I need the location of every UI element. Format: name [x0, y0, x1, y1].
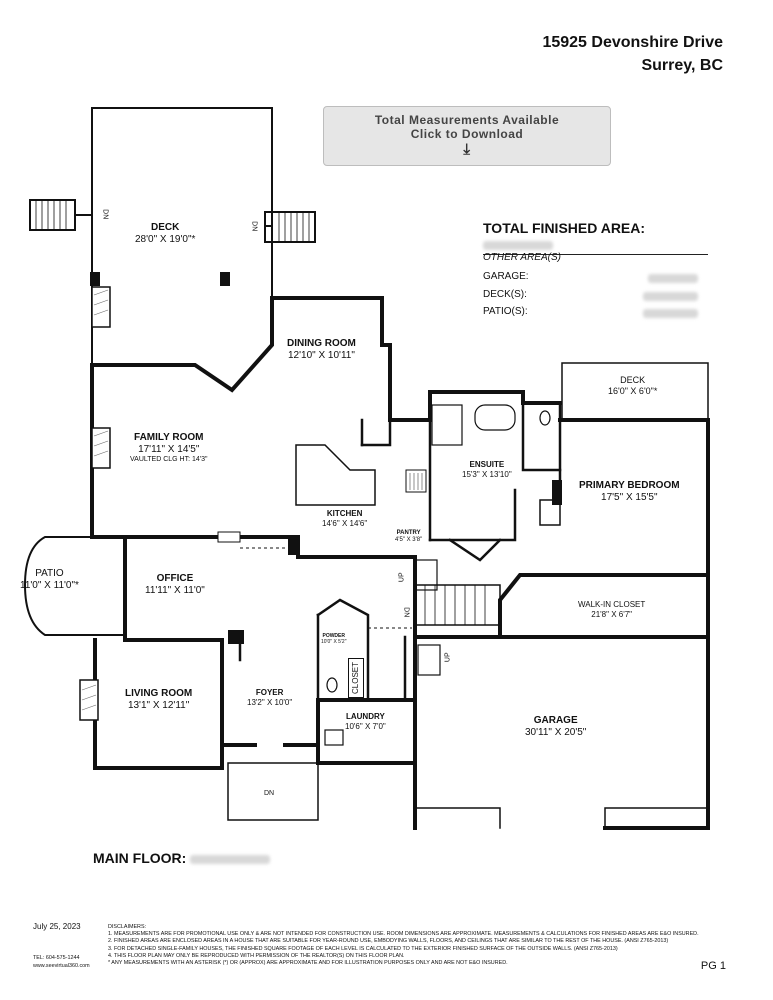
deck-outline [29, 107, 316, 366]
garage-area-row: GARAGE: [483, 271, 708, 283]
main-floor-label: MAIN FLOOR: [93, 850, 271, 866]
report-date: July 25, 2023 [33, 922, 81, 931]
garage-area-label: GARAGE: [483, 271, 529, 282]
room-deck-main: DECK 28'0" X 19'0"* [135, 222, 196, 245]
room-deck-rear: DECK 16'0" X 6'0"* [608, 375, 658, 396]
room-kitchen: KITCHEN 14'6" X 14'6" [322, 509, 368, 528]
stair-label-dn: DN [264, 790, 275, 797]
redacted-value [643, 309, 698, 318]
redacted-value [483, 240, 553, 250]
bathtub [474, 404, 516, 431]
patio-area-row: PATIO(S): [483, 306, 708, 318]
powder-toilet [326, 677, 338, 693]
download-measurements-button[interactable]: Total Measurements Available Click to Do… [323, 106, 611, 166]
kitchen-island [295, 444, 376, 506]
room-primary: PRIMARY BEDROOM 17'5" X 15'5" [579, 480, 680, 503]
cooktop [405, 469, 427, 493]
closet-label: CLOSET [348, 658, 364, 698]
room-powder: POWDER 10'0" X 5'2" [321, 633, 347, 645]
room-foyer: FOYER 13'2" X 10'0" [247, 688, 293, 707]
main-stairs [414, 584, 501, 626]
fireplaces [79, 286, 561, 721]
room-patio: PATIO 11'0" X 11'0"* [20, 568, 79, 591]
disclaimer-4: 4. THIS FLOOR PLAN MAY ONLY BE REPRODUCE… [108, 952, 405, 959]
cooktop-pattern [409, 473, 423, 490]
stair-label-dn: DN [250, 221, 258, 232]
deck-area-label: DECK(S): [483, 289, 527, 300]
contact-info: TEL: 604-575-1244 www.seevirtual360.com [33, 955, 90, 970]
main-stair-treads [424, 584, 486, 626]
laundry-sink [324, 729, 344, 746]
wall-posts [90, 272, 562, 644]
toilet [539, 410, 551, 426]
disclaimer-5: * ANY MEASUREMENTS WITH AN ASTERISK (*) … [108, 960, 508, 967]
contact-web[interactable]: www.seevirtual360.com [33, 962, 90, 969]
redacted-value [648, 274, 698, 283]
upper-stairs [414, 559, 438, 591]
address-line-2: Surrey, BC [641, 57, 723, 74]
redacted-value [190, 854, 271, 864]
download-line-2: Click to Download [410, 127, 524, 141]
page-number: PG 1 [700, 960, 726, 972]
disclaimer-2: 2. FINISHED AREAS ARE ENCLOSED AREAS IN … [108, 938, 669, 945]
contact-tel: TEL: 604-575-1244 [33, 955, 80, 961]
deck-stair-treads [35, 199, 310, 243]
fireplace-hatching [81, 289, 109, 711]
stair-label-dn: DN [402, 607, 410, 618]
rear-deck-outline [561, 362, 709, 421]
stair-label-up: UP [444, 652, 452, 663]
total-finished-area: TOTAL FINISHED AREA: [483, 220, 708, 255]
total-finished-label: TOTAL FINISHED AREA: [483, 220, 646, 236]
room-office: OFFICE 11'11" X 11'0" [145, 573, 205, 596]
room-dining: DINING ROOM 12'10" X 10'11" [287, 338, 356, 361]
disclaimer-1: 1. MEASUREMENTS ARE FOR PROMOTIONAL USE … [108, 931, 699, 938]
room-garage: GARAGE 30'11" X 20'5" [525, 715, 587, 738]
room-pantry: PANTRY 4'5" X 3'8" [395, 530, 423, 544]
download-line-1: Total Measurements Available [374, 113, 560, 127]
interior-walls [218, 401, 562, 702]
stair-label-up: UP [398, 572, 406, 583]
room-walkin: WALK-IN CLOSET 21'8" X 6'7" [578, 600, 646, 619]
deck-area-row: DECK(S): [483, 289, 708, 301]
patio-area-label: PATIO(S): [483, 306, 528, 317]
disclaimers: DISCLAIMERS: 1. MEASUREMENTS ARE FOR PRO… [108, 924, 708, 967]
download-arrow-icon: ⤓ [463, 141, 471, 158]
patio-outline [23, 536, 126, 636]
garage-doors [414, 807, 709, 829]
disclaimer-3: 3. FOR DETACHED SINGLE-FAMILY HOUSES, TH… [108, 945, 618, 952]
address-line-1: 15925 Devonshire Drive [542, 34, 723, 51]
disclaimer-title: DISCLAIMERS: [108, 924, 147, 930]
stair-label-dn: DN [101, 209, 109, 220]
garage-stairs [417, 644, 441, 676]
room-living: LIVING ROOM 13'1" X 12'11" [125, 688, 193, 711]
room-laundry: LAUNDRY 10'6" X 7'0" [345, 712, 386, 731]
shower [431, 404, 463, 446]
front-steps [227, 762, 319, 821]
room-ensuite: ENSUITE 15'3" X 13'10" [462, 460, 512, 479]
other-areas-label: OTHER AREA(S) [483, 252, 561, 263]
redacted-value [643, 292, 698, 301]
room-family: FAMILY ROOM 17'11" X 14'5" VAULTED CLG H… [130, 432, 208, 463]
dashed-openings [240, 547, 412, 629]
